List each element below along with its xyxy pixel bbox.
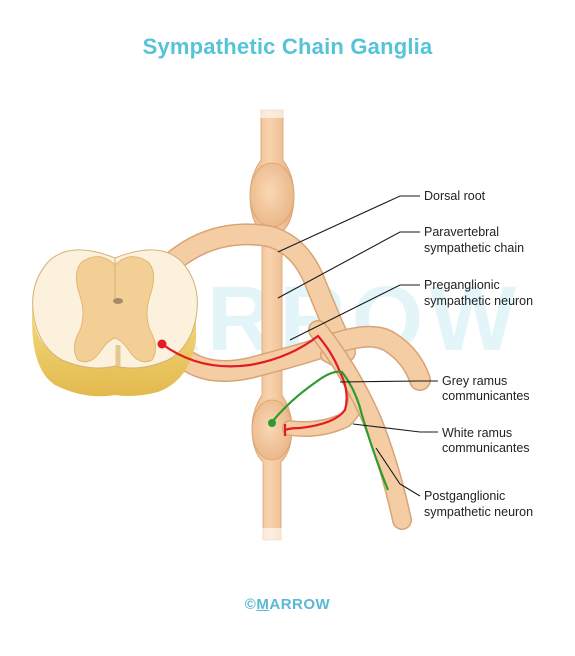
label-dorsal-root: Dorsal root (424, 189, 486, 203)
postganglionic-neuron-path (271, 370, 390, 491)
preganglionic-cell-body (157, 339, 167, 349)
spinal-cord-cross-section (32, 249, 198, 397)
leader-preganglionic (289, 284, 420, 341)
leader-postganglionic (375, 447, 421, 497)
label-postganglionic-line2: sympathetic neuron (424, 505, 533, 519)
label-white-ramus-line2: communicantes (442, 441, 530, 455)
preganglionic-neuron-path (161, 334, 348, 432)
leader-white-ramus (352, 423, 438, 433)
leader-paravertebral (277, 231, 420, 299)
postganglionic-cell-body (268, 419, 276, 427)
upper-ganglion (249, 162, 295, 228)
label-preganglionic-line2: sympathetic neuron (424, 294, 533, 308)
footer-brand: ©MARROW (0, 596, 575, 613)
diagram-title: Sympathetic Chain Ganglia (142, 34, 433, 59)
brand-initial: M (256, 596, 270, 613)
leader-grey-ramus (339, 380, 438, 383)
paravertebral-sympathetic-chain (249, 104, 295, 542)
label-paravertebral-line2: sympathetic chain (424, 241, 524, 255)
leader-dorsal-root (277, 195, 420, 253)
central-canal (113, 298, 123, 304)
copyright-symbol: © (244, 596, 257, 613)
brand-rest: ARROW (269, 596, 331, 613)
leader-lines (277, 195, 438, 497)
label-grey-ramus-line2: communicantes (442, 389, 530, 403)
label-white-ramus-line1: White ramus (442, 426, 512, 440)
label-postganglionic-line1: Postganglionic (424, 489, 505, 503)
label-preganglionic-line1: Preganglionic (424, 278, 500, 292)
label-grey-ramus-line1: Grey ramus (442, 374, 507, 388)
label-paravertebral-line1: Paravertebral (424, 225, 499, 239)
